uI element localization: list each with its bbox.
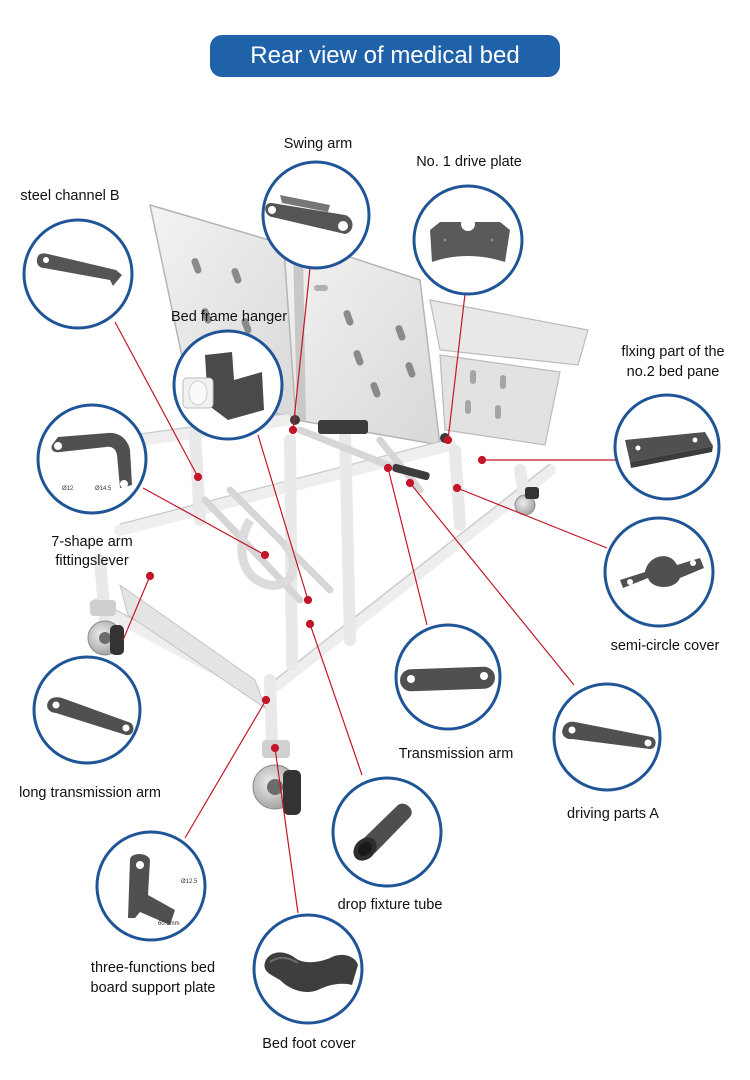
support-plate-dim1: Ø12.5 [181, 879, 198, 885]
page-title: Rear view of medical bed [210, 35, 560, 77]
support-plate-dim2: 60.5mm [158, 921, 180, 927]
label-driving-parts-a: driving parts A [567, 806, 659, 822]
steel-channel-b-detail [22, 218, 134, 330]
caster-rear [514, 487, 539, 516]
label-semi-circle-cover: semi-circle cover [610, 638, 720, 654]
semi-circle-cover-detail [603, 516, 715, 628]
label-fixing-part-line2: no.2 bed pane [626, 364, 720, 380]
label-bed-foot-cover: Bed foot cover [262, 1036, 356, 1052]
label-seven-shape-arm-line2: fittingslever [55, 553, 129, 569]
long-transmission-arm-detail [32, 655, 142, 765]
support-plate-detail: Ø12.5 60.5mm [95, 830, 207, 942]
seven-shape-arm-detail: Ø12 Ø14.5 [36, 403, 148, 515]
label-support-plate-line1: three-functions bed [90, 960, 216, 976]
swing-arm-detail [261, 160, 371, 270]
bed-foot-cover-detail [252, 913, 364, 1025]
bed-frame-hanger-detail [172, 329, 284, 441]
label-drop-fixture-tube: drop fixture tube [337, 897, 443, 913]
label-support-plate-line2: board support plate [90, 980, 216, 996]
caster-front-left [87, 600, 124, 656]
label-bed-frame-hanger: Bed frame hanger [170, 309, 288, 325]
drive-plate-detail [412, 184, 524, 296]
driving-parts-a-detail [552, 682, 662, 792]
label-steel-channel-b: steel channel B [20, 188, 120, 204]
label-long-transmission-arm: long transmission arm [19, 785, 161, 801]
label-swing-arm: Swing arm [283, 136, 353, 152]
label-fixing-part-line1: flxing part of the [621, 344, 725, 360]
label-transmission-arm: Transmission arm [398, 746, 514, 762]
seven-shape-arm-dim2: Ø14.5 [95, 486, 112, 492]
fixing-part-detail [613, 393, 721, 501]
drop-fixture-tube-detail [331, 776, 443, 888]
transmission-arm-detail [394, 623, 502, 731]
caster-front-right [252, 740, 301, 815]
label-drive-plate: No. 1 drive plate [416, 154, 522, 170]
seven-shape-arm-dim1: Ø12 [62, 486, 74, 492]
label-seven-shape-arm-line1: 7-shape arm [51, 534, 133, 550]
leader-lines [114, 267, 620, 914]
